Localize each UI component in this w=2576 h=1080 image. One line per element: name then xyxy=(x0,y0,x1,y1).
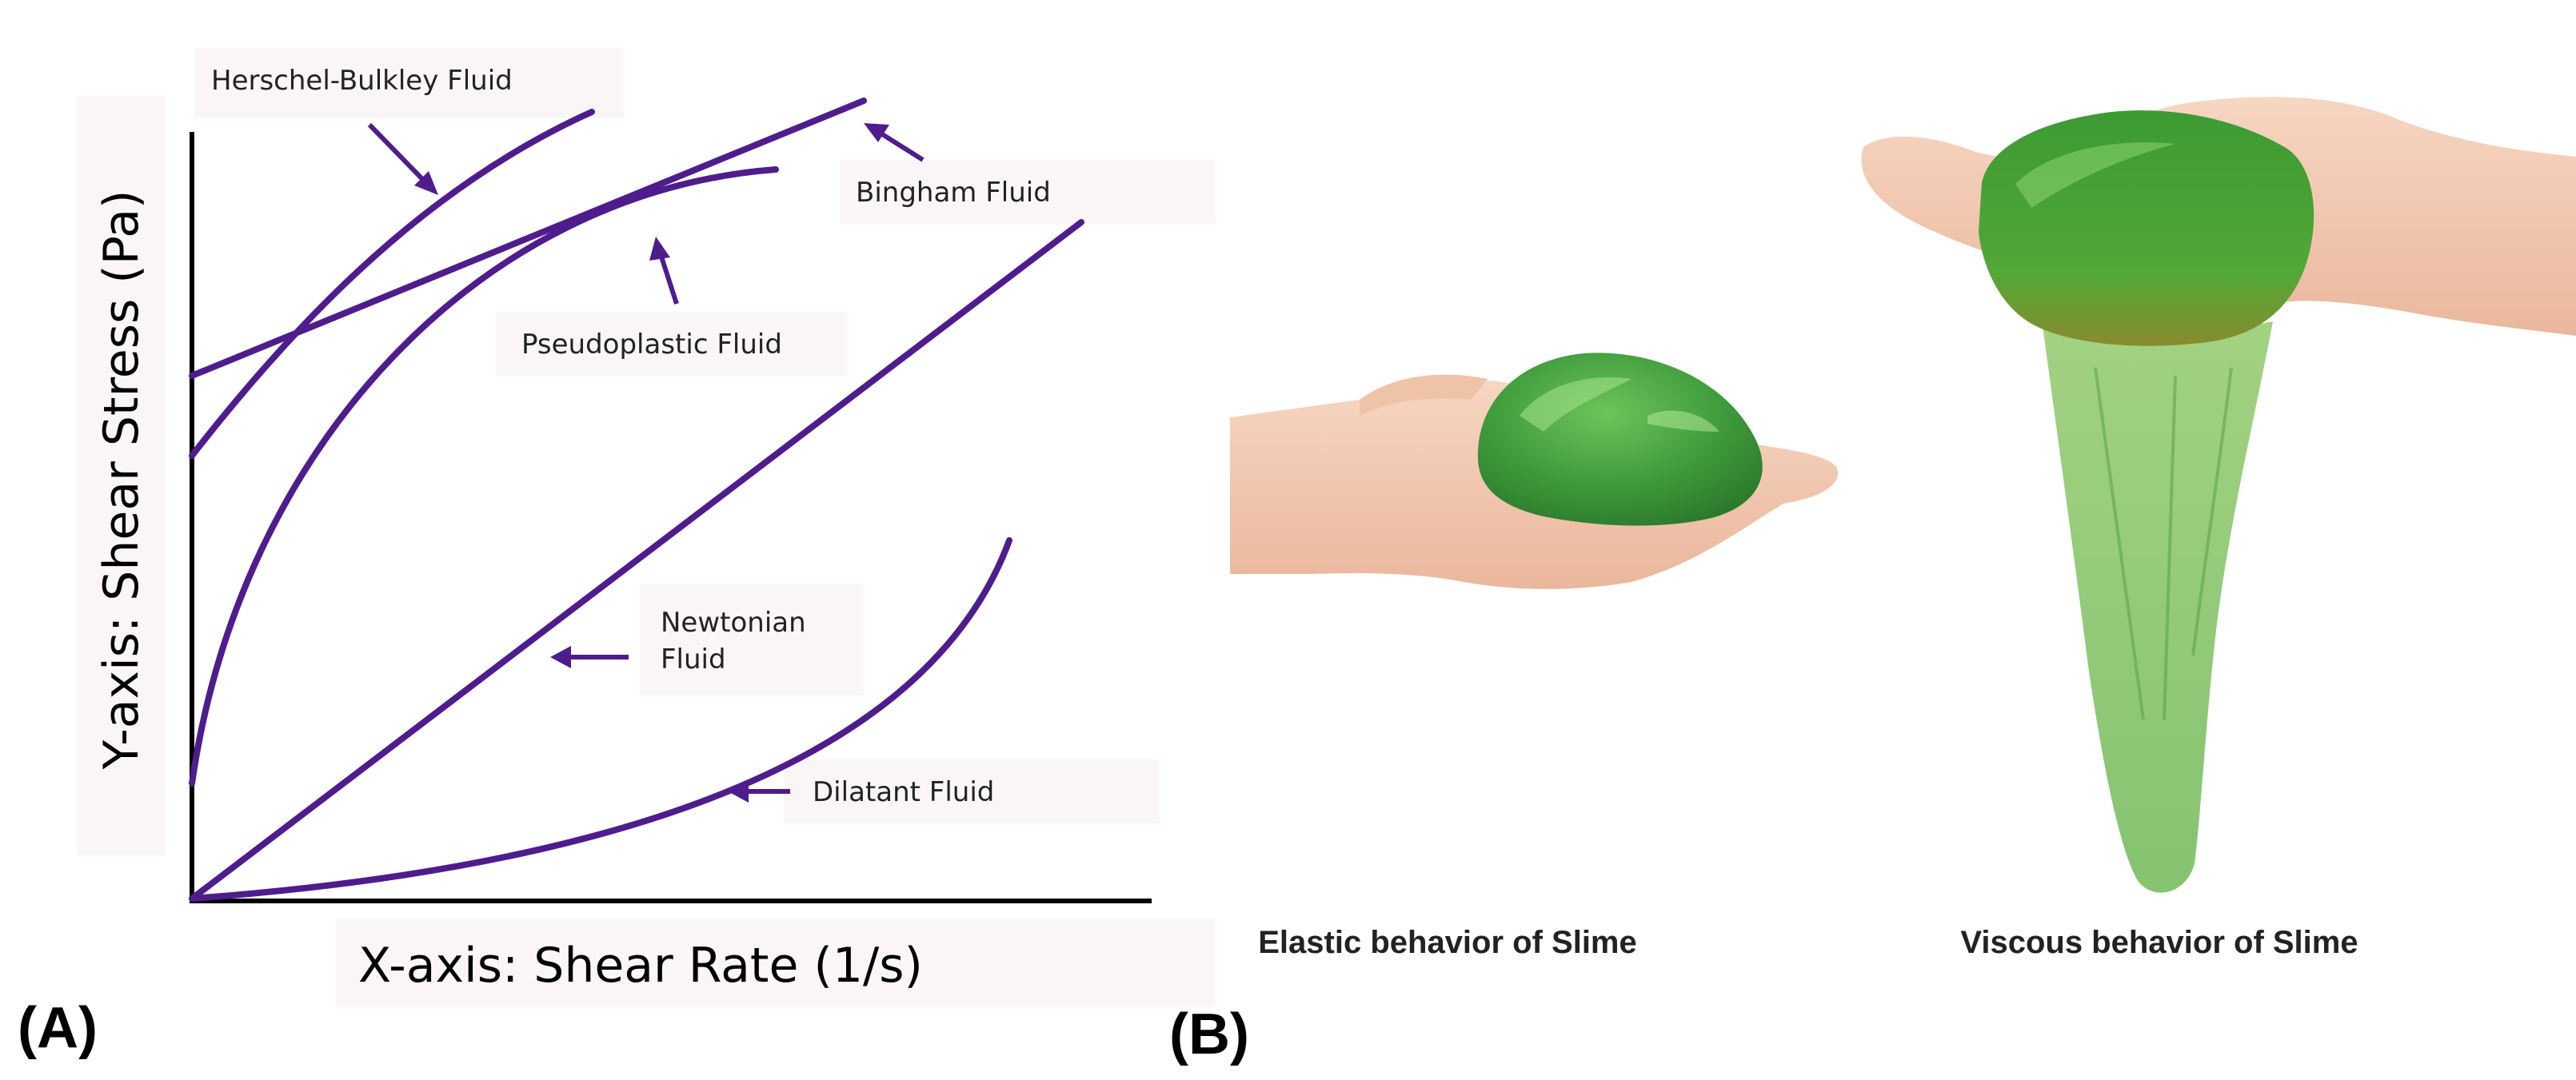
herschel-bulkley-curve xyxy=(189,109,595,459)
pseudoplastic-arrow xyxy=(649,237,679,305)
herschel-arrow xyxy=(367,122,438,195)
dilatant-curve xyxy=(189,537,1012,902)
viscous-caption: Viscous behavior of Slime xyxy=(1960,925,2358,960)
x-axis-title: X-axis: Shear Rate (1/s) xyxy=(358,938,923,994)
newtonian-arrow xyxy=(550,646,629,668)
slime-ball-highlight xyxy=(1520,377,1631,432)
newtonian-label-box xyxy=(640,584,864,695)
herschel-bulkley-label: Herschel-Bulkley Fluid xyxy=(211,65,513,97)
thumb xyxy=(1360,374,1488,416)
bingham-label-box xyxy=(840,160,1216,224)
panel-a-label: (A) xyxy=(18,996,98,1060)
slime-ball-highlight-2 xyxy=(1647,410,1719,432)
y-axis-title-box xyxy=(77,96,165,855)
rheology-chart: Herschel-Bulkley Fluid Bingham Fluid Pse… xyxy=(18,48,1216,1060)
pseudoplastic-label-box xyxy=(496,312,848,376)
slime-drip xyxy=(2041,313,2273,893)
elastic-caption: Elastic behavior of Slime xyxy=(1258,925,1637,960)
newtonian-label-line1: Newtonian xyxy=(661,607,806,639)
slime-drip-texture xyxy=(2094,367,2233,720)
y-axis-title: Y-axis: Shear Stress (Pa) xyxy=(94,190,150,771)
elastic-slime-photo xyxy=(1230,353,1839,589)
dilatant-label-box xyxy=(784,759,1160,823)
x-axis-title-box xyxy=(336,919,1216,1007)
newtonian-label-line2: Fluid xyxy=(661,644,726,675)
slime-top-mass xyxy=(1979,110,2314,346)
dilatant-arrow xyxy=(728,780,790,803)
slime-photos: Elastic behavior of Slime Viscous behavi… xyxy=(1169,97,2576,1066)
dilatant-label: Dilatant Fluid xyxy=(813,776,994,808)
herschel-label-box xyxy=(195,48,624,118)
slime-top-highlight xyxy=(2015,142,2175,208)
bingham-label: Bingham Fluid xyxy=(856,177,1051,209)
panel-b-label: (B) xyxy=(1169,1002,1249,1066)
bingham-line xyxy=(189,98,867,379)
pseudoplastic-curve xyxy=(189,166,779,787)
viscous-slime-photo xyxy=(1861,97,2576,893)
pseudoplastic-label: Pseudoplastic Fluid xyxy=(521,329,782,361)
newtonian-line xyxy=(189,219,1084,902)
bingham-arrow xyxy=(864,123,925,162)
